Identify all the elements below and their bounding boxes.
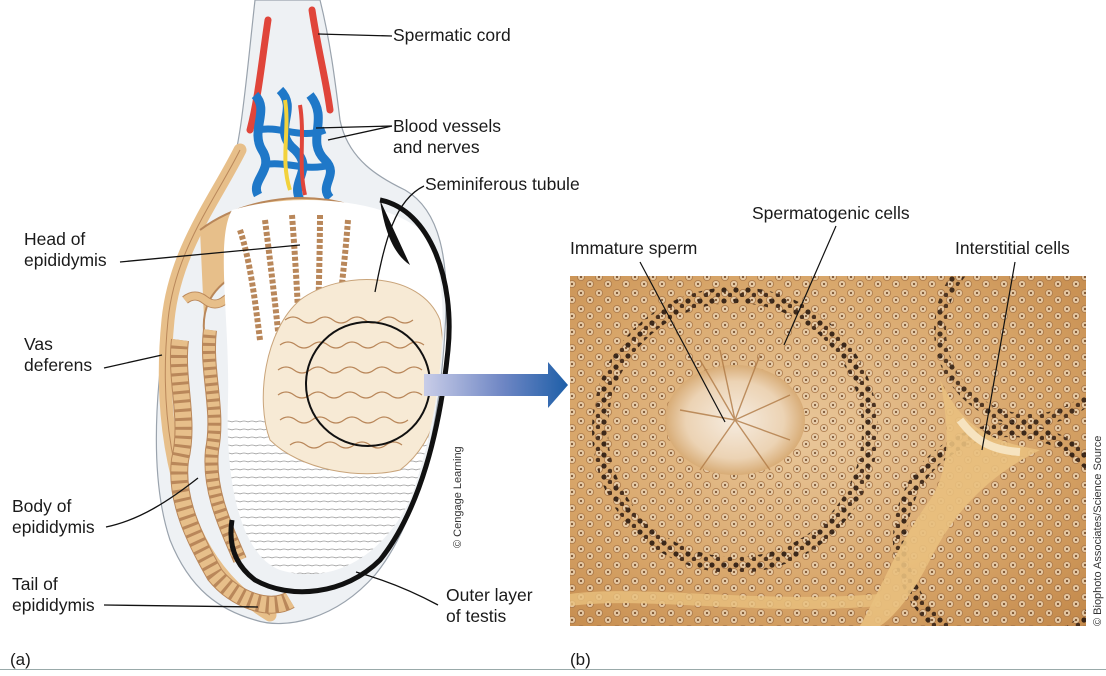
outer-layer-testis: [228, 197, 452, 595]
leader-lines: [103, 33, 439, 608]
label-tail-of-epididymis: Tail of epididymis: [12, 574, 95, 615]
label-vas-deferens: Vas deferens: [24, 334, 93, 375]
label-head-of-epididymis: Head of epididymis: [24, 229, 107, 270]
bottom-rule: [0, 669, 1106, 670]
magnification-arrow: [424, 362, 568, 408]
label-outer-layer-of-testis: Outer layer of testis: [446, 585, 533, 626]
credit-biophoto: © Biophoto Associates/Science Source: [1092, 435, 1104, 626]
panel-b-letter: (b): [570, 650, 591, 669]
label-blood-vessels-nerves: Blood vessels and nerves: [393, 116, 501, 157]
label-body-of-epididymis: Body of epididymis: [12, 496, 95, 537]
label-spermatic-cord: Spermatic cord: [393, 25, 511, 45]
label-spermatogenic-cells: Spermatogenic cells: [752, 203, 910, 223]
micrograph: [570, 276, 1086, 626]
cord-vessels: [246, 6, 335, 203]
panel-a-letter: (a): [10, 650, 31, 669]
testis-diagram: [103, 0, 568, 625]
label-seminiferous-tubule: Seminiferous tubule: [425, 174, 580, 194]
credit-cengage: © Cengage Learning: [452, 446, 464, 548]
micrograph-leader-lines: [639, 225, 1016, 451]
label-immature-sperm: Immature sperm: [570, 238, 698, 258]
label-interstitial-cells: Interstitial cells: [955, 238, 1070, 258]
